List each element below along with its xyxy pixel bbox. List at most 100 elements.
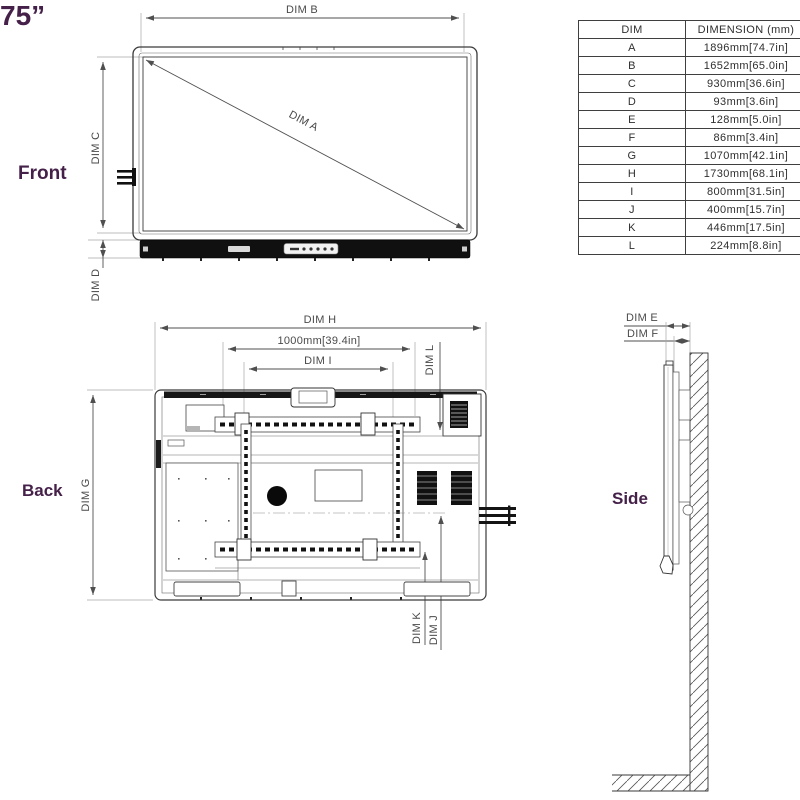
side-view-label: Side — [612, 489, 648, 508]
table-header-row: DIM DIMENSION (mm) — [578, 20, 800, 39]
dim-letter-cell: G — [578, 146, 686, 165]
side-display-profile — [659, 360, 694, 575]
vesa-rail-right — [392, 423, 404, 547]
dim-value-cell: 1070mm[42.1in] — [685, 146, 800, 165]
wall-mount-bracket-top — [678, 389, 691, 421]
small-label — [167, 439, 185, 447]
dim-letter-cell: B — [578, 56, 686, 75]
pen-tray-icon — [117, 168, 136, 186]
dim-value-cell: 800mm[31.5in] — [685, 182, 800, 201]
wall-section — [689, 352, 709, 792]
dim-value-cell: 400mm[15.7in] — [685, 200, 800, 219]
bottom-bracket-right — [403, 581, 471, 597]
back-dim-h-label: DIM H — [304, 314, 337, 326]
dim-letter-cell: F — [578, 128, 686, 147]
front-speaker-bar — [139, 239, 471, 261]
back-dim-g-label: DIM G — [80, 478, 92, 511]
dim-letter-cell: L — [578, 236, 686, 255]
front-display: DIM A — [117, 46, 478, 261]
front-view-drawing: DIM B DIM C DIM D DIM A — [88, 4, 478, 302]
front-extension-lines — [88, 13, 465, 259]
back-view-label: Back — [22, 481, 63, 500]
front-dim-a-label: DIM A — [287, 109, 321, 135]
front-view-label: Front — [18, 163, 67, 184]
dim-letter-cell: I — [578, 182, 686, 201]
floor-section — [612, 774, 708, 792]
back-dim-i-label: DIM I — [304, 355, 332, 367]
dim-letter-cell: C — [578, 74, 686, 93]
vent-grille-left — [417, 471, 437, 505]
side-dim-f: DIM F — [624, 328, 690, 344]
size-label: 75” — [0, 0, 46, 31]
front-dim-a: DIM A — [145, 59, 465, 230]
back-dim-k-label: DIM K — [411, 612, 423, 644]
center-label — [314, 469, 363, 502]
back-view-drawing: DIM H 1000mm[39.4in] DIM I DIM L DIM G D… — [80, 314, 516, 650]
control-panel[interactable] — [283, 243, 339, 255]
dim-letter-cell: A — [578, 38, 686, 57]
dim-value-cell: 224mm[8.8in] — [685, 236, 800, 255]
dim-value-cell: 1652mm[65.0in] — [685, 56, 800, 75]
back-dim-1000mm: 1000mm[39.4in] — [228, 335, 410, 352]
dim-letter-cell: E — [578, 110, 686, 129]
front-dim-d: DIM D — [90, 240, 106, 302]
dim-letter-cell: D — [578, 92, 686, 111]
cable-bundle-icon — [479, 505, 516, 526]
back-dim-h: DIM H — [160, 314, 481, 331]
column-header-dimension: DIMENSION (mm) — [685, 20, 800, 39]
dim-value-cell: 93mm[3.6in] — [685, 92, 800, 111]
camera-module — [290, 387, 336, 408]
vesa-rail-left — [240, 423, 252, 547]
back-dim-i: DIM I — [249, 355, 388, 372]
dimension-table-header: DIM DIMENSION (mm) — [578, 20, 800, 39]
side-dim-e-label: DIM E — [626, 312, 658, 324]
front-dim-b-label: DIM B — [286, 4, 318, 16]
cable-hole — [267, 486, 287, 506]
side-dim-e: DIM E — [624, 312, 690, 329]
ir-sensor-window — [228, 246, 250, 252]
io-module — [442, 393, 482, 437]
back-dim-g: DIM G — [80, 395, 96, 595]
dim-value-cell: 930mm[36.6in] — [685, 74, 800, 93]
back-display — [154, 387, 516, 601]
back-dim-1000mm-label: 1000mm[39.4in] — [277, 335, 360, 347]
bottom-center-tab — [281, 580, 297, 597]
front-dim-d-label: DIM D — [90, 269, 102, 302]
dim-value-cell: 446mm[17.5in] — [685, 218, 800, 237]
front-dim-b: DIM B — [146, 4, 459, 21]
vesa-rail-bottom — [214, 538, 421, 561]
dim-value-cell: 1730mm[68.1in] — [685, 164, 800, 183]
front-dim-c: DIM C — [90, 62, 106, 228]
dim-letter-cell: K — [578, 218, 686, 237]
vent-grille-right — [451, 471, 472, 505]
back-dim-j-label: DIM J — [428, 615, 440, 645]
dim-letter-cell: J — [578, 200, 686, 219]
side-dim-f-label: DIM F — [627, 328, 658, 340]
dim-value-cell: 1896mm[74.7in] — [685, 38, 800, 57]
bottom-bracket-left — [173, 581, 241, 597]
side-view-drawing: DIM E DIM F — [612, 312, 709, 792]
dim-letter-cell: H — [578, 164, 686, 183]
wall-mount-bracket-bottom — [678, 439, 691, 503]
front-dim-c-label: DIM C — [90, 132, 102, 165]
dim-value-cell: 86mm[3.4in] — [685, 128, 800, 147]
back-dim-l-label: DIM L — [424, 345, 436, 376]
dim-value-cell: 128mm[5.0in] — [685, 110, 800, 129]
back-dim-l: DIM L — [424, 342, 443, 430]
column-header-dim: DIM — [578, 20, 686, 39]
bottom-hook — [659, 555, 674, 575]
front-top-ticks — [282, 47, 335, 50]
